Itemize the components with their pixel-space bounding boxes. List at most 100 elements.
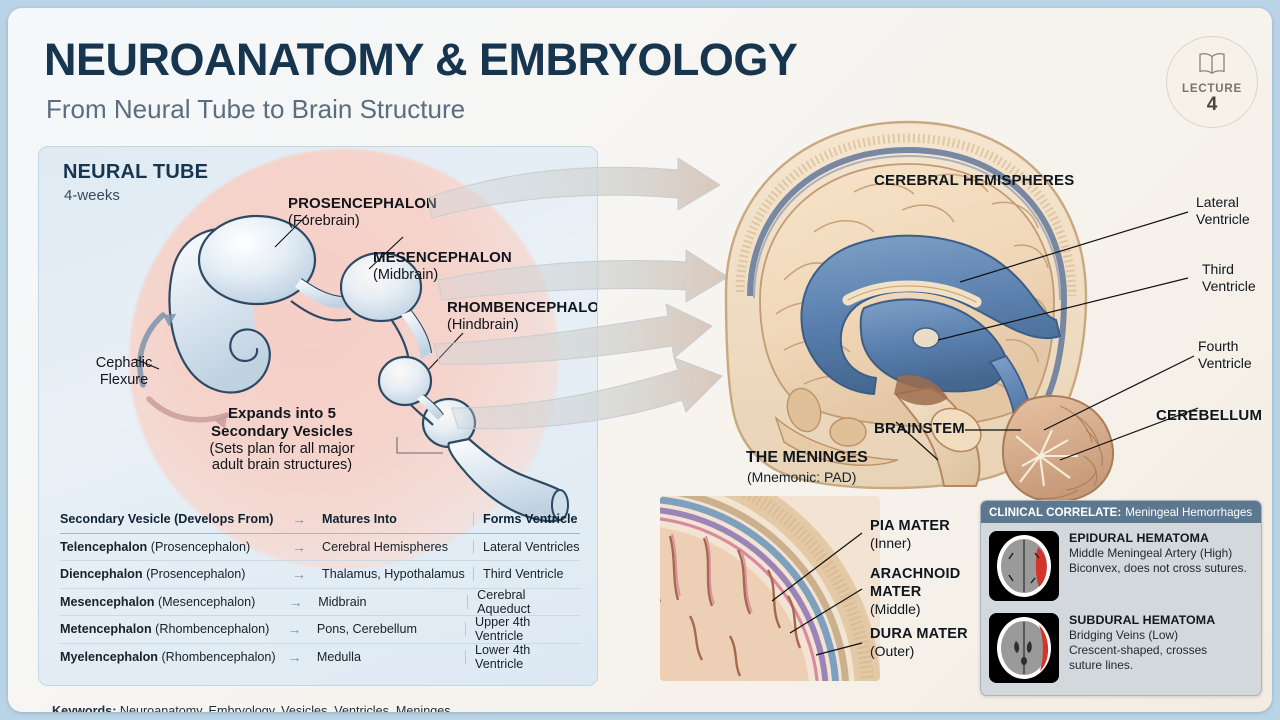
vesicle-name: Telencephalon: [60, 539, 148, 554]
cephalic-flexure-line2: Flexure: [99, 371, 149, 388]
vesicle-name: Mesencephalon: [60, 594, 155, 609]
cell-ventricle: Lower 4th Ventricle: [475, 643, 531, 672]
label-prosencephalon-alt: (Forebrain): [288, 212, 360, 229]
dura-mater-name: DURA MATER: [870, 626, 968, 642]
label-mesencephalon-name: MESENCEPHALON: [373, 249, 512, 266]
clinical-case-subdural-text: SUBDURAL HEMATOMA Bridging Veins (Low) C…: [1059, 613, 1215, 683]
label-lateral-ventricle: Lateral Ventricle: [1196, 194, 1250, 227]
epidural-title: EPIDURAL HEMATOMA: [1069, 531, 1210, 545]
meninges-mnemonic: (Mnemonic: PAD): [747, 469, 857, 485]
label-arachnoid-mater: ARACHNOID MATER (Middle): [870, 565, 960, 618]
vesicle-from: (Prosencephalon): [150, 539, 251, 554]
header-arrow-icon: →: [292, 511, 306, 528]
vesicle-from: (Mesencephalon): [157, 594, 256, 609]
pia-mater-position: (Inner): [870, 535, 912, 552]
brainstem-leader: [965, 429, 1021, 431]
third-ventricle-line2: Ventricle: [1202, 277, 1256, 294]
cell-vesicle: Myelencephalon (Rhombencephalon): [60, 650, 287, 664]
row-arrow-icon: →: [292, 566, 306, 583]
page-title: NEUROANATOMY & EMBRYOLOGY: [44, 34, 798, 85]
row-arrow-icon: →: [292, 538, 306, 555]
pia-mater-name: PIA MATER: [870, 518, 950, 534]
neural-tube-subheading: 4-weeks: [64, 187, 120, 204]
clinical-header-topic: Meningeal Hemorrhages: [1125, 505, 1253, 519]
label-rhombencephalon-name: RHOMBENCEPHALON: [447, 299, 598, 316]
header-vesicle: Secondary Vesicle (Develops From): [60, 512, 274, 527]
cell-matures: Pons, Cerebellum: [317, 622, 466, 637]
label-rhombencephalon: RHOMBENCEPHALON (Hindbrain): [447, 299, 598, 334]
keywords-label: Keywords:: [52, 704, 117, 712]
label-expands-into-5: Expands into 5 Secondary Vesicles (Sets …: [157, 405, 407, 474]
table-row: Metencephalon (Rhombencephalon) → Pons, …: [60, 615, 580, 644]
third-ventricle-line1: Third: [1202, 261, 1234, 277]
clinical-case-epidural-text: EPIDURAL HEMATOMA Middle Meningeal Arter…: [1059, 531, 1247, 601]
vesicle-from: (Rhombencephalon): [155, 622, 270, 637]
label-fourth-ventricle: Fourth Ventricle: [1198, 338, 1252, 371]
vesicle-name: Diencephalon: [60, 567, 143, 582]
subdural-desc: Bridging Veins (Low) Crescent-shaped, cr…: [1069, 628, 1215, 674]
clinical-correlate-box: CLINICAL CORRELATE: Meningeal Hemorrhage…: [980, 500, 1262, 696]
keywords-footer: Keywords: Neuroanatomy, Embryology, Vesi…: [52, 704, 451, 712]
page-subtitle: From Neural Tube to Brain Structure: [46, 94, 466, 124]
arachnoid-mater-name: ARACHNOID: [870, 566, 961, 582]
dura-mater-position: (Outer): [870, 643, 915, 660]
ct-scan-subdural: [989, 613, 1059, 683]
cell-matures: Thalamus, Hypothalamus: [322, 567, 474, 582]
cell-vesicle: Metencephalon (Rhombencephalon): [60, 622, 287, 636]
expands-line3: (Sets plan for all major: [209, 440, 355, 457]
neural-tube-panel: NEURAL TUBE 4-weeks PROSENCEPHALON (Fore…: [38, 146, 598, 686]
cell-ventricle: Cerebral Aqueduct: [477, 587, 531, 616]
lateral-ventricle-line2: Ventricle: [1196, 210, 1250, 227]
vesicle-from: (Prosencephalon): [146, 567, 246, 582]
subdural-line2: Crescent-shaped, crosses: [1069, 643, 1208, 658]
cell-matures: Cerebral Hemispheres: [322, 539, 474, 554]
neural-tube-heading: NEURAL TUBE: [63, 161, 209, 183]
clinical-case-subdural: SUBDURAL HEMATOMA Bridging Veins (Low) C…: [981, 601, 1261, 683]
label-prosencephalon-name: PROSENCEPHALON: [288, 195, 437, 212]
row-arrow-icon: →: [287, 649, 302, 666]
neural-tube-illustration: [134, 214, 569, 523]
cephalic-flexure-line1: Cephalic: [95, 355, 153, 371]
subdural-line1: Bridging Veins (Low): [1069, 628, 1179, 642]
fourth-ventricle-line2: Ventricle: [1198, 354, 1252, 371]
header-ventricle: Forms Ventricle: [483, 512, 578, 527]
vesicle-from: (Rhombencephalon): [161, 650, 276, 665]
meninges-leader-lines: [771, 532, 863, 656]
clinical-header-label: CLINICAL CORRELATE:: [989, 505, 1122, 519]
epidural-line2: Biconvex, does not cross sutures.: [1069, 561, 1247, 576]
epidural-line1: Middle Meningeal Artery (High): [1069, 546, 1233, 560]
label-cerebellum: CEREBELLUM: [1156, 407, 1263, 424]
arrow-3: [433, 303, 713, 365]
arachnoid-mater-position: (Middle): [870, 601, 921, 618]
fourth-ventricle-line1: Fourth: [1198, 338, 1239, 354]
keywords-value: Neuroanatomy, Embryology, Vesicles, Vent…: [119, 704, 451, 712]
lecture-badge-label: LECTURE: [1182, 83, 1242, 95]
lateral-ventricle-line1: Lateral: [1196, 194, 1239, 210]
vesicle-name: Metencephalon: [60, 622, 152, 637]
subdural-line3: suture lines.: [1069, 658, 1134, 673]
meninges-cross-section: [660, 496, 880, 681]
label-cephalic-flexure: Cephalic Flexure: [84, 355, 164, 389]
label-dura-mater: DURA MATER (Outer): [870, 625, 968, 660]
clinical-case-epidural: EPIDURAL HEMATOMA Middle Meningeal Arter…: [981, 523, 1261, 601]
transition-arrows: [428, 158, 729, 430]
epidural-desc: Middle Meningeal Artery (High) Biconvex,…: [1069, 546, 1247, 576]
subdural-title: SUBDURAL HEMATOMA: [1069, 613, 1216, 627]
label-rhombencephalon-alt: (Hindbrain): [447, 316, 519, 333]
clinical-correlate-header: CLINICAL CORRELATE: Meningeal Hemorrhage…: [981, 501, 1261, 523]
cell-vesicle: Diencephalon (Prosencephalon): [60, 567, 292, 581]
cell-matures: Medulla: [317, 650, 466, 665]
lecture-badge: LECTURE 4: [1166, 36, 1258, 128]
cell-vesicle: Telencephalon (Prosencephalon): [60, 540, 292, 554]
table-row: Telencephalon (Prosencephalon) → Cerebra…: [60, 534, 580, 561]
label-cerebral-hemispheres: CEREBRAL HEMISPHERES: [874, 172, 1075, 189]
sagittal-brain-illustration: [724, 120, 1199, 504]
cell-matures: Midbrain: [318, 594, 469, 609]
cell-vesicle: Mesencephalon (Mesencephalon): [60, 595, 289, 609]
vesicle-name: Myelencephalon: [60, 650, 158, 665]
table-header-row: Secondary Vesicle (Develops From) → Matu…: [60, 506, 580, 534]
label-mesencephalon: MESENCEPHALON (Midbrain): [373, 249, 512, 284]
vesicle-table: Secondary Vesicle (Develops From) → Matu…: [60, 506, 580, 671]
arrow-4: [451, 357, 723, 430]
table-row: Diencephalon (Prosencephalon) → Thalamus…: [60, 561, 580, 589]
